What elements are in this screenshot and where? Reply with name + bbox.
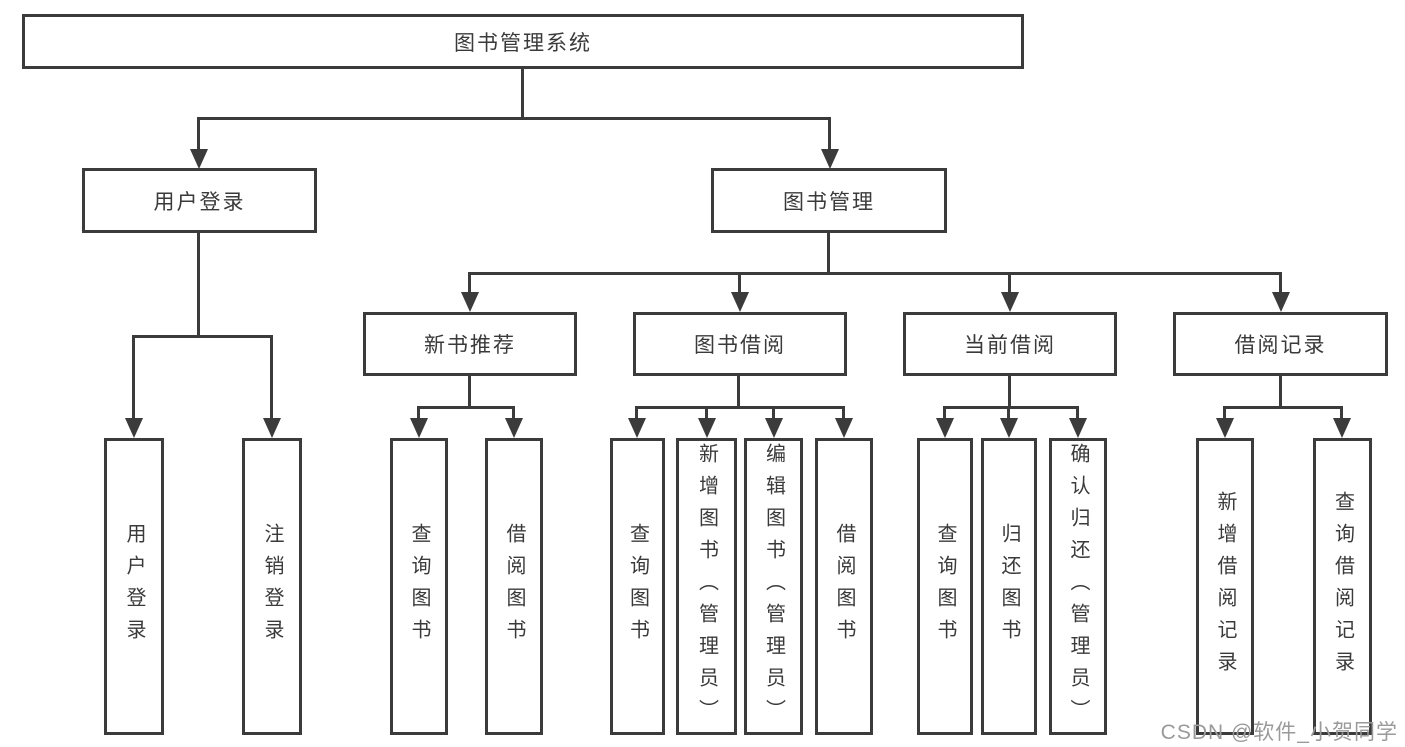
arrowhead-down-icon	[628, 418, 646, 438]
arrowhead-down-icon	[1272, 292, 1290, 312]
connector-vline	[1008, 374, 1011, 408]
arrowhead-down-icon	[936, 418, 954, 438]
leaf-logout: 注销登录	[242, 438, 302, 735]
leaf-query-borrow-record: 查询借阅记录	[1313, 438, 1372, 735]
connector-vline	[635, 406, 638, 420]
arrowhead-down-icon	[1001, 292, 1019, 312]
node-book-management: 图书管理	[711, 168, 947, 233]
node-new-book-recommendation: 新书推荐	[363, 312, 577, 376]
connector-vline	[197, 231, 200, 337]
connector-vline	[738, 272, 741, 294]
leaf-add-borrow-record: 新增借阅记录	[1196, 438, 1254, 735]
leaf-label: 借阅图书	[503, 522, 525, 651]
connector-vline	[828, 117, 831, 151]
leaf-label: 查询图书	[934, 522, 956, 651]
leaf-borrow-books-borrowing: 借阅图书	[815, 438, 873, 735]
arrowhead-down-icon	[1216, 418, 1234, 438]
node-label: 图书管理系统	[454, 31, 592, 55]
node-book-management-system: 图书管理系统	[22, 14, 1024, 69]
connector-vline	[1279, 272, 1282, 294]
leaf-return-books: 归还图书	[981, 438, 1037, 735]
leaf-label: 查询借阅记录	[1331, 490, 1354, 683]
connector-vline	[827, 231, 830, 275]
arrowhead-down-icon	[190, 149, 208, 169]
arrowhead-down-icon	[1000, 418, 1018, 438]
node-book-borrowing: 图书借阅	[633, 312, 847, 376]
leaf-add-book-admin: 新增图书（管理员）	[676, 438, 737, 735]
arrowhead-down-icon	[1069, 418, 1087, 438]
connector-vline	[1279, 374, 1282, 408]
node-label: 借阅记录	[1234, 334, 1327, 357]
node-borrowing-records: 借阅记录	[1173, 312, 1388, 376]
arrowhead-down-icon	[698, 418, 716, 438]
leaf-label: 确认归还（管理员）	[1067, 442, 1089, 731]
leaf-query-books-newbook: 查询图书	[390, 438, 448, 735]
leaf-confirm-return-admin: 确认归还（管理员）	[1049, 438, 1107, 735]
connector-hline	[1223, 406, 1343, 409]
connector-vline	[842, 406, 845, 420]
connector-vline	[1076, 406, 1079, 420]
connector-hline	[635, 406, 845, 409]
arrowhead-down-icon	[835, 418, 853, 438]
connector-vline	[468, 272, 471, 294]
connector-vline	[1007, 406, 1010, 420]
node-label: 当前借阅	[964, 334, 1056, 357]
node-label: 用户登录	[153, 190, 246, 214]
leaf-label: 新增借阅记录	[1214, 490, 1236, 683]
connector-vline	[197, 117, 200, 151]
arrowhead-down-icon	[731, 292, 749, 312]
connector-vline	[943, 406, 946, 420]
connector-vline	[468, 374, 471, 408]
connector-vline	[417, 406, 420, 420]
node-user-login: 用户登录	[82, 168, 317, 233]
connector-vline	[1223, 406, 1226, 420]
connector-vline	[512, 406, 515, 420]
connector-vline	[772, 406, 775, 420]
node-label: 新书推荐	[424, 334, 516, 357]
leaf-label: 查询图书	[408, 522, 430, 651]
connector-hline	[943, 406, 1079, 409]
connector-hline	[468, 272, 1282, 275]
arrowhead-down-icon	[1333, 418, 1351, 438]
connector-vline	[521, 69, 524, 119]
connector-vline	[270, 335, 273, 419]
arrowhead-down-icon	[765, 418, 783, 438]
leaf-label: 注销登录	[261, 522, 283, 651]
connector-hline	[197, 117, 831, 120]
connector-vline	[132, 335, 135, 419]
arrowhead-down-icon	[263, 418, 281, 438]
arrowhead-down-icon	[125, 418, 143, 438]
leaf-edit-book-admin: 编辑图书（管理员）	[744, 438, 803, 735]
watermark: CSDN @软件_小贺同学	[1160, 721, 1398, 744]
leaf-label: 用户登录	[123, 522, 145, 651]
node-current-borrowing: 当前借阅	[903, 312, 1117, 376]
leaf-label: 编辑图书（管理员）	[762, 442, 785, 731]
connector-vline	[1008, 272, 1011, 294]
connector-hline	[417, 406, 515, 409]
node-label: 图书管理	[783, 190, 875, 214]
leaf-label: 查询图书	[626, 522, 649, 651]
arrowhead-down-icon	[410, 418, 428, 438]
leaf-query-books-current: 查询图书	[917, 438, 973, 735]
arrowhead-down-icon	[461, 292, 479, 312]
leaf-label: 借阅图书	[833, 522, 855, 651]
leaf-label: 新增图书（管理员）	[695, 442, 718, 731]
node-label: 图书借阅	[694, 334, 786, 357]
arrowhead-down-icon	[821, 149, 839, 169]
arrowhead-down-icon	[505, 418, 523, 438]
leaf-borrow-books-newbook: 借阅图书	[485, 438, 543, 735]
leaf-label: 归还图书	[998, 522, 1020, 651]
leaf-query-books-borrowing: 查询图书	[610, 438, 665, 735]
connector-vline	[737, 374, 740, 408]
connector-vline	[1340, 406, 1343, 420]
connector-vline	[705, 406, 708, 420]
leaf-user-login: 用户登录	[104, 438, 164, 735]
connector-hline	[132, 335, 273, 338]
